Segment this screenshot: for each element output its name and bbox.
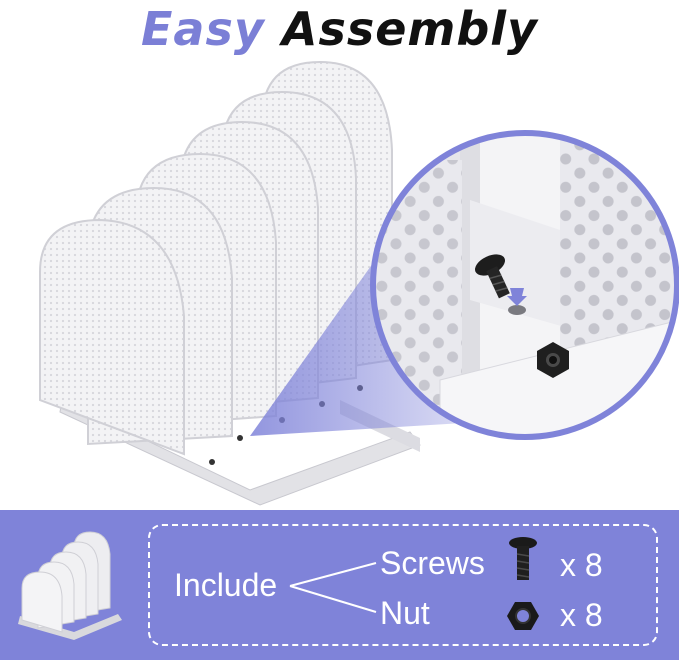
connector-lines bbox=[289, 562, 377, 613]
title-word-assembly: Assembly bbox=[281, 2, 539, 56]
include-label: Include bbox=[174, 567, 278, 603]
screws-label: Screws bbox=[380, 545, 485, 581]
product-thumbnail bbox=[18, 531, 122, 640]
nut-label: Nut bbox=[380, 595, 430, 631]
organizer-dividers bbox=[39, 60, 393, 456]
hex-nut-icon bbox=[507, 602, 539, 630]
nut-quantity: x 8 bbox=[560, 597, 603, 633]
page-title: Easy Assembly bbox=[0, 0, 679, 62]
screws-quantity: x 8 bbox=[560, 547, 603, 583]
screw-icon bbox=[509, 537, 537, 580]
title-word-easy: Easy bbox=[140, 2, 265, 56]
product-illustration bbox=[39, 60, 679, 506]
includes-box: Include Screws Nut x 8 x 8 bbox=[148, 524, 658, 646]
includes-banner: Include Screws Nut x 8 x 8 bbox=[0, 510, 679, 660]
